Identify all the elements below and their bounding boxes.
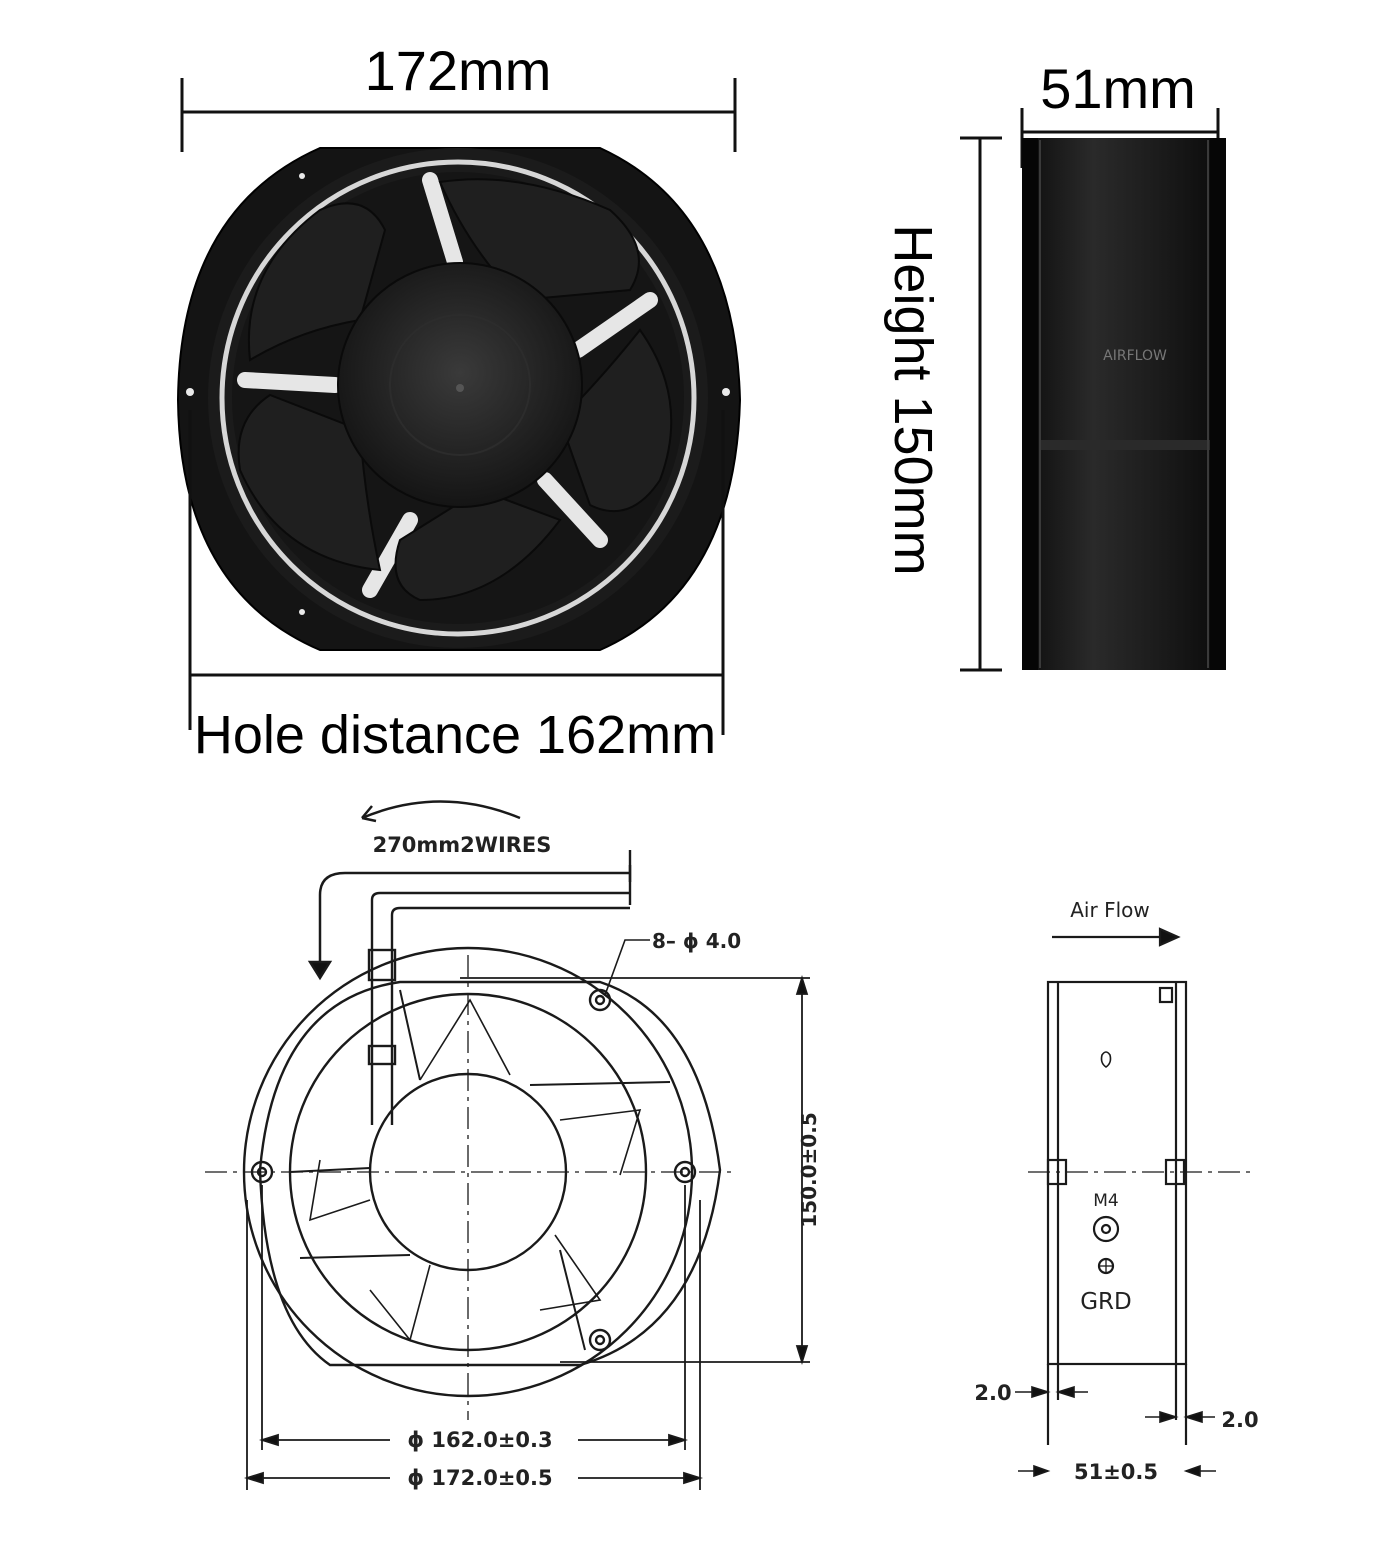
- photo-side-view: 51mm AIRFLOW Height 150mm: [883, 57, 1226, 672]
- airflow-embossed-text: AIRFLOW: [1103, 348, 1167, 364]
- depth-dim-label: 51±0.5: [1074, 1460, 1158, 1484]
- height-dim-label: 150.0±0.5: [797, 1112, 821, 1227]
- drawing-side-view: [1015, 927, 1252, 1478]
- hole-dim-label: ϕ 162.0±0.3: [407, 1428, 552, 1452]
- drawing-front-view: [205, 800, 810, 1490]
- right-flange-dim: 2.0: [1221, 1408, 1258, 1432]
- width-dim-label: ϕ 172.0±0.5: [407, 1466, 552, 1490]
- height-dimension-line: [960, 136, 1002, 672]
- photo-front-view: 172mm: [176, 39, 742, 765]
- width-dimension-line: [180, 78, 737, 152]
- airflow-label: Air Flow: [1070, 898, 1149, 922]
- hole-distance-label: Hole distance 162mm: [194, 705, 716, 765]
- mounting-hole-label: 8– ϕ 4.0: [652, 929, 741, 953]
- width-label: 172mm: [365, 39, 552, 102]
- fan-photo-side: AIRFLOW: [1022, 138, 1226, 670]
- hole-dimension-line: [188, 410, 725, 735]
- fan-photo-front: [176, 147, 742, 651]
- wire-length-label: 270mm2WIRES: [373, 833, 552, 857]
- depth-label: 51mm: [1040, 57, 1196, 120]
- screw-label: M4: [1093, 1191, 1118, 1211]
- ground-label: GRD: [1080, 1289, 1132, 1315]
- height-label: Height 150mm: [883, 224, 943, 575]
- left-flange-dim: 2.0: [974, 1381, 1011, 1405]
